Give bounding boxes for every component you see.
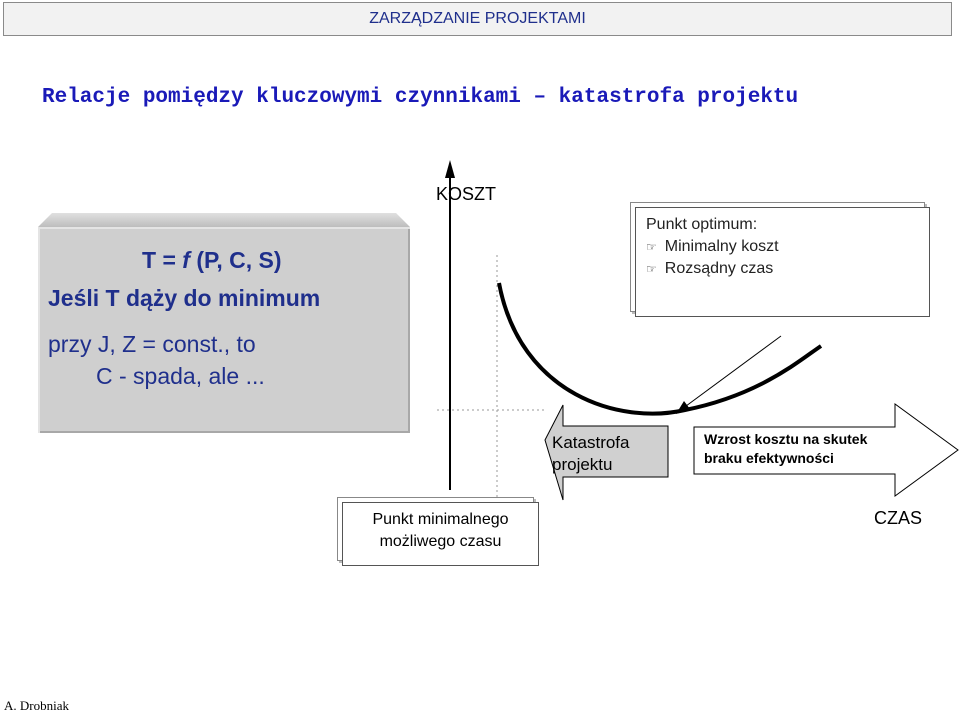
slide-title: Relacje pomiędzy kluczowymi czynnikami –… xyxy=(42,86,799,109)
optimum-item-cost: ☞Minimalny koszt xyxy=(646,238,779,255)
minimal-time-line-2: możliwego czasu xyxy=(379,533,502,550)
formula-line-3: przy J, Z = const., to xyxy=(48,331,256,357)
optimum-item-time: ☞Rozsądny czas xyxy=(646,260,774,277)
minimal-time-line-1: Punkt minimalnego xyxy=(372,511,509,528)
cost-curve xyxy=(497,282,823,416)
katastrofa-arrow xyxy=(544,404,669,501)
pointing-hand-icon: ☞ xyxy=(646,240,657,254)
formula-line-1: T = f (P, C, S) xyxy=(142,247,282,273)
formula-line-2: Jeśli T dąży do minimum xyxy=(48,285,321,311)
slide-header: ZARZĄDZANIE PROJEKTAMI xyxy=(3,2,952,36)
y-axis-arrowhead xyxy=(445,160,455,178)
optimum-pointer-arrowhead xyxy=(676,401,690,414)
optimum-box: Punkt optimum: ☞Minimalny koszt ☞Rozsądn… xyxy=(635,207,930,317)
wzrost-label: Wzrost kosztu na skutek braku efektywnoś… xyxy=(704,431,868,466)
katastrofa-label: Katastrofa projektu xyxy=(552,433,630,474)
pointing-hand-icon: ☞ xyxy=(646,262,657,276)
y-axis-label: KOSZT xyxy=(436,184,497,204)
formula-line-4: C - spada, ale ... xyxy=(96,363,265,389)
author-footer: A. Drobniak xyxy=(4,698,69,713)
x-axis-label: CZAS xyxy=(874,508,923,528)
formula-box-bevel xyxy=(38,213,410,227)
wzrost-arrow xyxy=(693,403,959,497)
optimum-box-title: Punkt optimum: xyxy=(646,216,758,233)
formula-box: T = f (P, C, S) Jeśli T dąży do minimum … xyxy=(38,213,410,433)
minimal-time-box: Punkt minimalnego możliwego czasu xyxy=(342,502,539,566)
optimum-pointer-line xyxy=(681,335,782,410)
